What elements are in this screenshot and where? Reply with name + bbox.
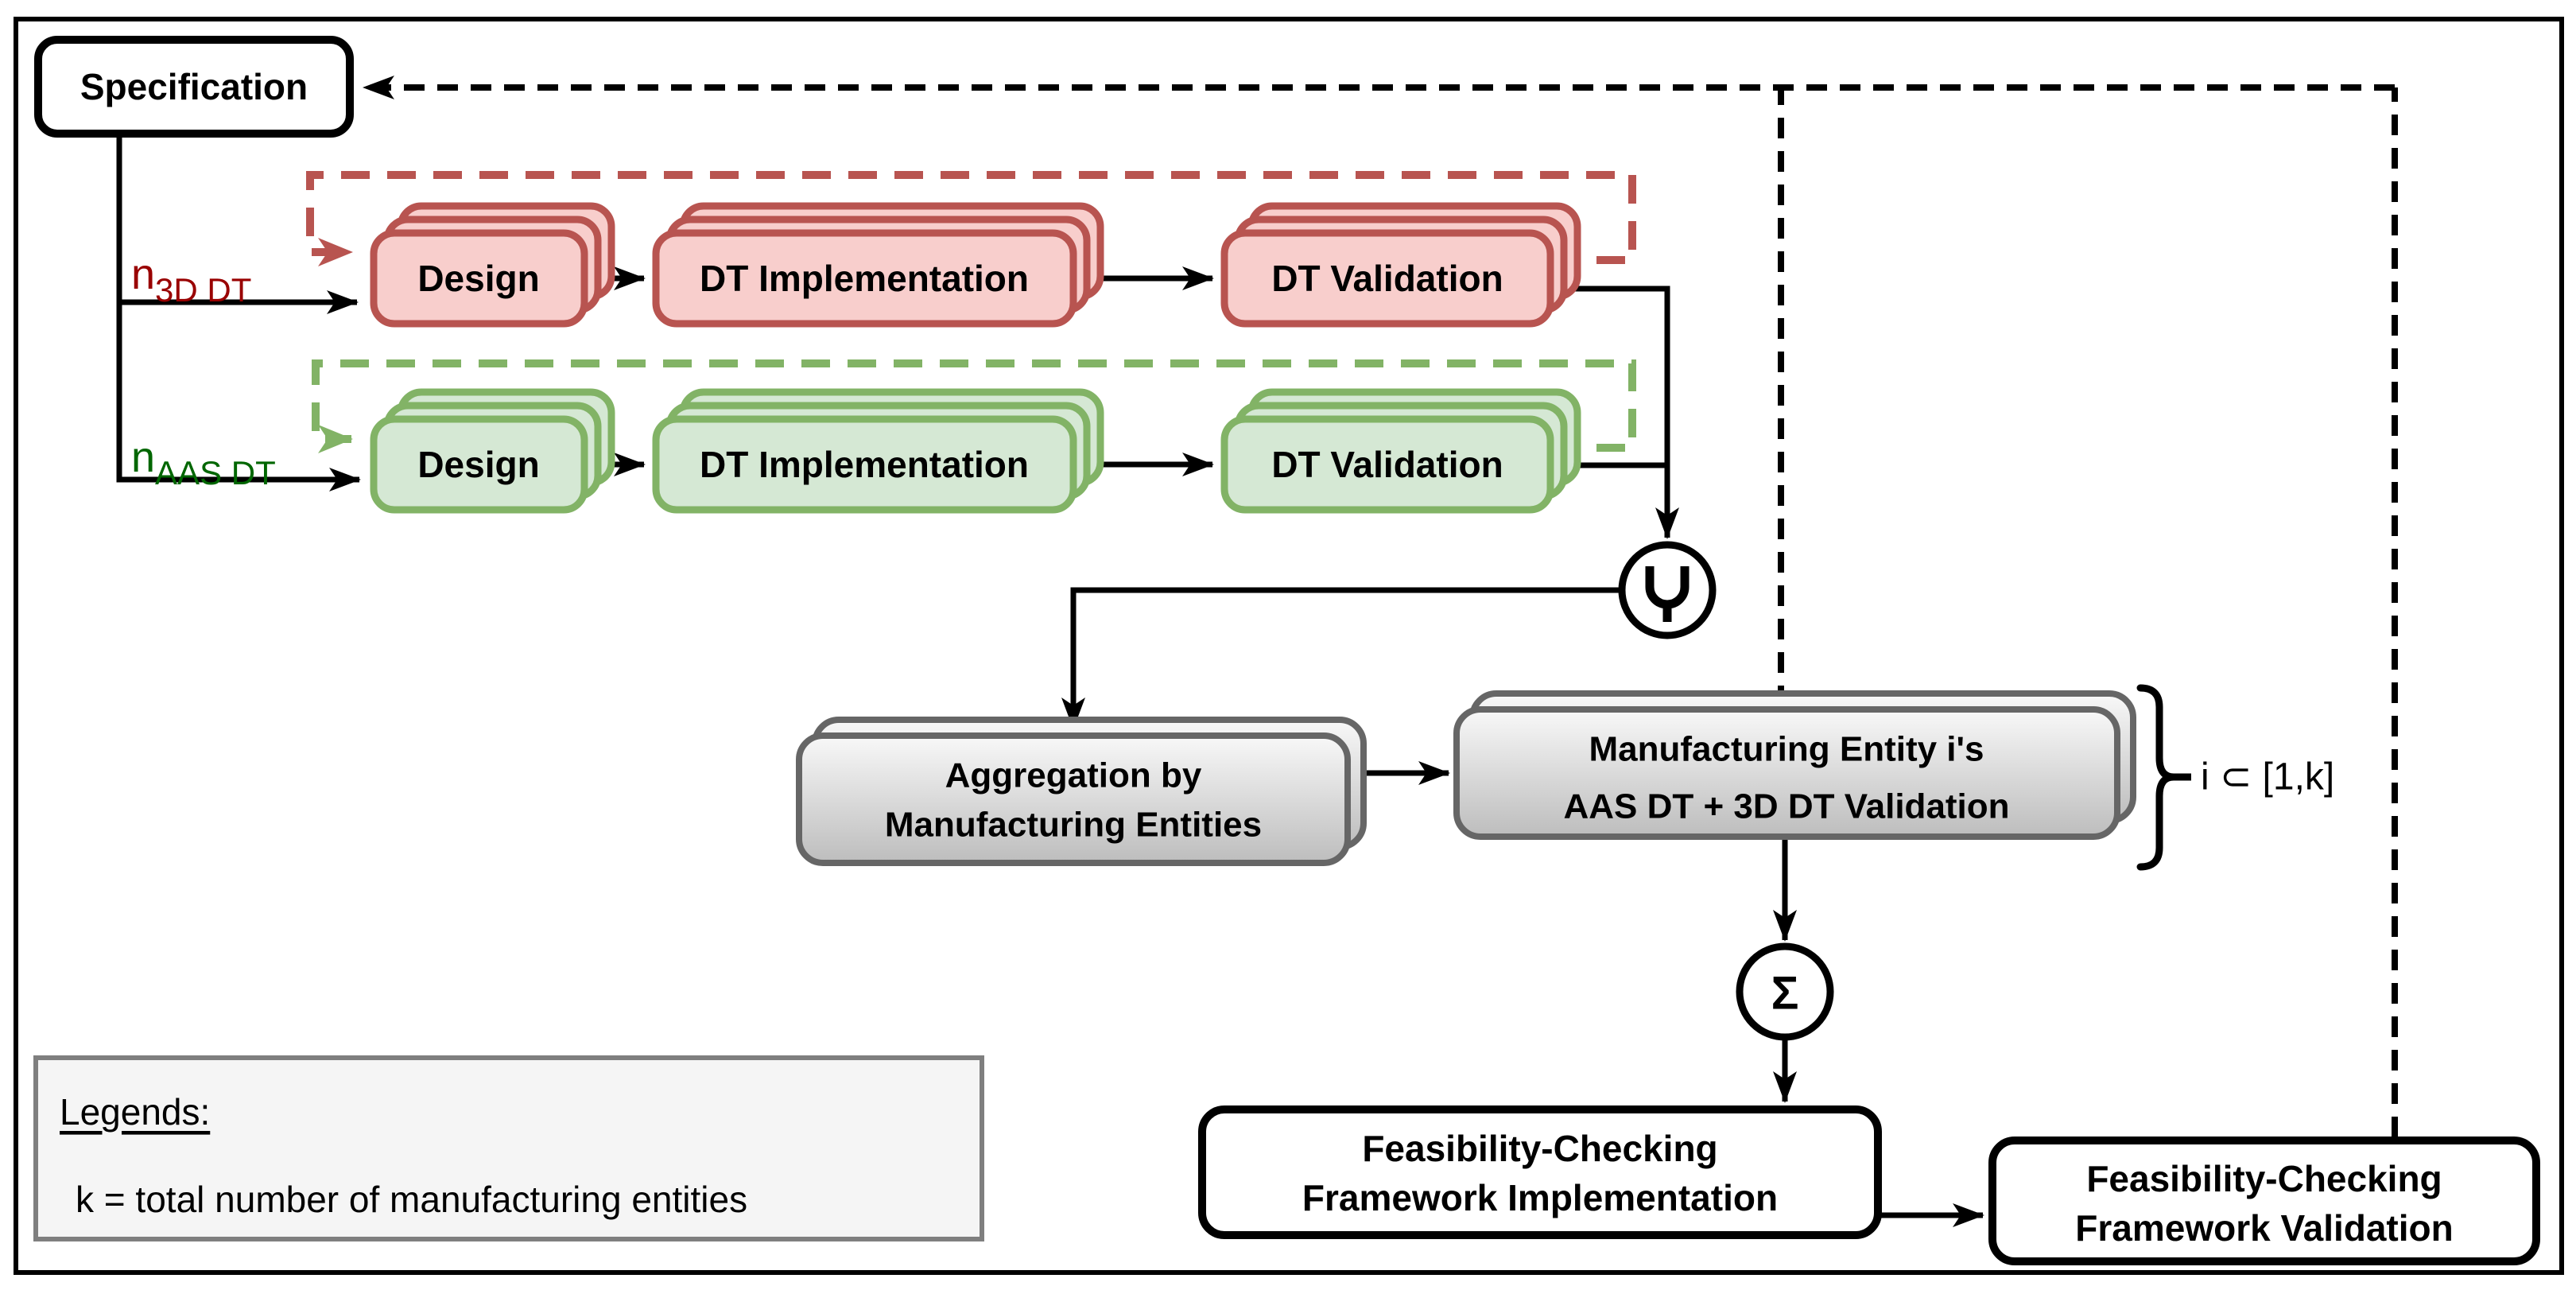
green-design-label: Design (417, 444, 539, 485)
red-iteration-loop (306, 171, 1636, 266)
stack-layer (1220, 415, 1554, 514)
merge-node-circle (1618, 541, 1717, 639)
green-count-base: n (131, 433, 155, 481)
stack-layer (1220, 229, 1554, 328)
specification-box-shape (34, 36, 354, 138)
legends-box: Legends: k = total number of manufacturi… (33, 1055, 984, 1241)
legends-entry: k = total number of manufacturing entiti… (76, 1179, 747, 1220)
green-validation-label: DT Validation (1271, 444, 1503, 485)
feasibility-validation-line2: Framework Validation (2075, 1207, 2453, 1249)
aggregation-label-line1: Aggregation by (945, 756, 1202, 795)
green-validation-box: DT Validation (1220, 388, 1581, 514)
sum-node: Σ (1736, 942, 1834, 1041)
feasibility-validation-shape (1988, 1137, 2540, 1265)
red-implementation-box: DT Implementation (652, 202, 1104, 328)
red-design-label: Design (417, 258, 539, 299)
stack-layer (1453, 706, 2120, 840)
green-track-count-label: nAAS DT (131, 433, 276, 492)
merge-node (1618, 541, 1717, 639)
legends-title: Legends: (60, 1091, 210, 1133)
green-count-subscript: AAS DT (155, 454, 276, 492)
stack-layer (370, 415, 588, 514)
feasibility-validation-box: Feasibility-Checking Framework Validatio… (1988, 1137, 2540, 1265)
manufacturing-entity-box: Manufacturing Entity i's AAS DT + 3D DT … (1453, 690, 2136, 840)
fork-merge-icon (1645, 566, 1690, 622)
sigma-icon: Σ (1771, 968, 1799, 1020)
red-validation-to-merge-connector (1550, 286, 1679, 539)
red-count-base: n (131, 251, 155, 298)
red-design-box: Design (370, 202, 615, 328)
merge-to-aggregation-connector (1061, 587, 1622, 729)
stack-layer (796, 732, 1351, 866)
red-count-subscript: 3D DT (155, 271, 251, 309)
red-validation-label: DT Validation (1271, 258, 1503, 299)
red-implementation-label: DT Implementation (700, 258, 1029, 299)
entity-label-line1: Manufacturing Entity i's (1589, 730, 1984, 769)
stack-layer (652, 415, 1077, 514)
specification-box: Specification (34, 36, 354, 138)
sum-node-circle (1736, 942, 1834, 1041)
red-validation-box: DT Validation (1220, 202, 1581, 328)
specification-label: Specification (80, 66, 308, 107)
specification-feedback-lines (363, 76, 2398, 1137)
aggregation-box: Aggregation by Manufacturing Entities (796, 717, 1367, 866)
feasibility-validation-line1: Feasibility-Checking (2086, 1158, 2442, 1199)
range-label: i ⊂ [1,k] (2201, 756, 2334, 798)
aggregation-label-line2: Manufacturing Entities (885, 806, 1262, 845)
green-implementation-label: DT Implementation (700, 444, 1029, 485)
stack-layer (652, 229, 1077, 328)
feasibility-implementation-line2: Framework Implementation (1302, 1177, 1778, 1218)
green-design-box: Design (370, 388, 615, 514)
feasibility-implementation-shape (1198, 1105, 1882, 1239)
stack-layer (370, 229, 588, 328)
green-implementation-box: DT Implementation (652, 388, 1104, 514)
spec-to-green-design-connector (116, 135, 361, 492)
red-track-count-label: n3D DT (131, 251, 251, 309)
range-annotation: i ⊂ [1,k] (2136, 684, 2334, 871)
entity-label-line2: AAS DT + 3D DT Validation (1563, 787, 2009, 826)
legends-box-shape (33, 1055, 984, 1241)
feasibility-implementation-box: Feasibility-Checking Framework Implement… (1198, 1105, 1882, 1239)
feasibility-implementation-line1: Feasibility-Checking (1362, 1128, 1717, 1169)
